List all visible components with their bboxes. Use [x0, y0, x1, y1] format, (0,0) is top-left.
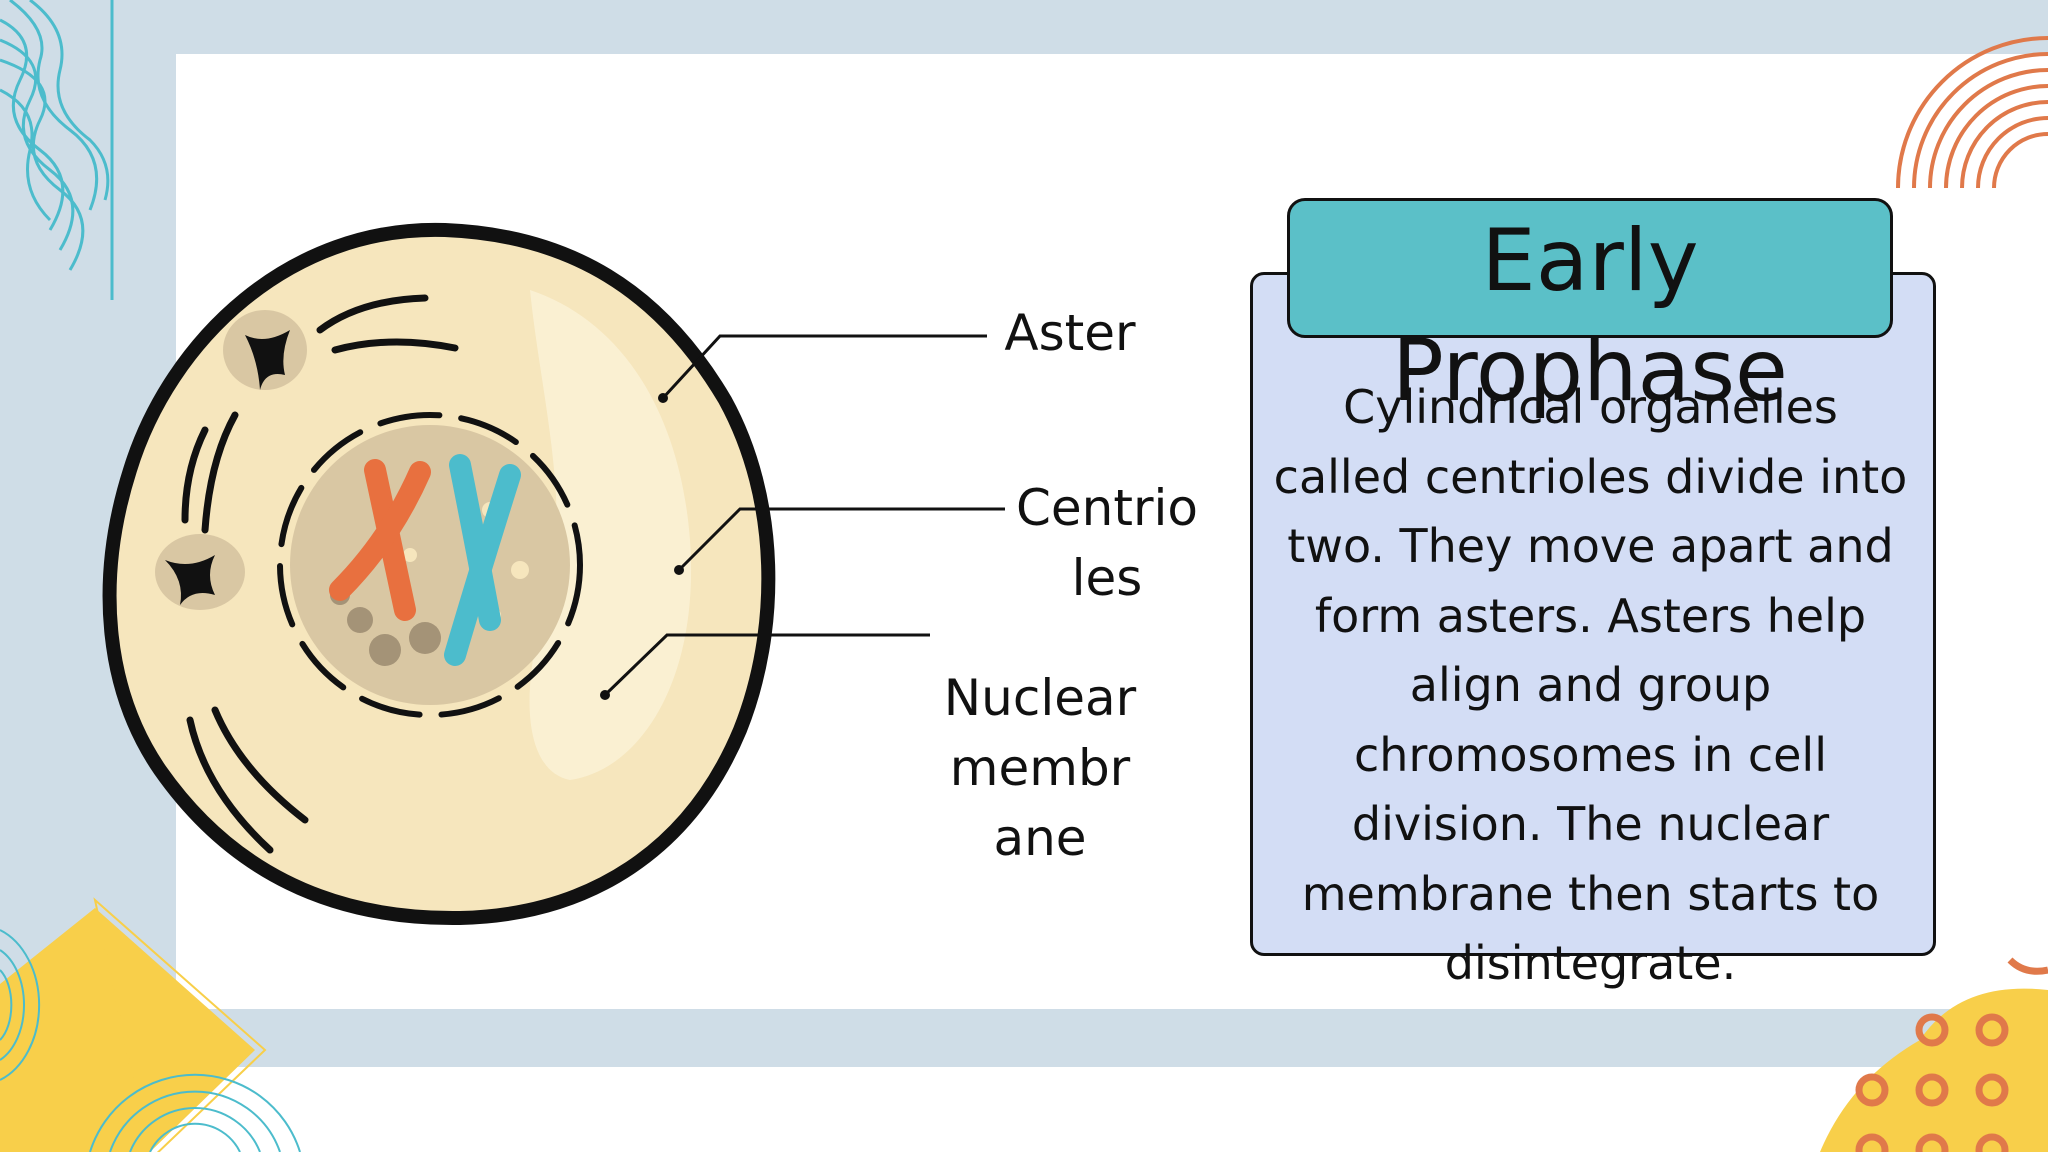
chromosome-teal	[449, 454, 501, 631]
teal-wave-decoration	[0, 0, 114, 300]
chromosome-teal	[444, 464, 521, 666]
nuclear-membrane	[277, 412, 583, 718]
label-centrioles: Centrioles	[1015, 479, 1198, 607]
yellow-dots-decoration	[1820, 957, 2048, 1152]
info-panel	[1250, 272, 1936, 956]
centriole-icon	[245, 330, 290, 390]
panel-body: Cylindrical organelles called centrioles…	[1273, 380, 1908, 990]
centriole-icon	[165, 555, 215, 605]
panel-title: Early Prophase	[1392, 211, 1788, 421]
yellow-diamond-decoration	[0, 897, 301, 1152]
orange-arcs-decoration	[1896, 36, 2048, 189]
label-aster: Aster	[1004, 304, 1136, 362]
title-tab	[1287, 198, 1893, 338]
label-nuclear-membrane: Nuclear membrane	[943, 669, 1137, 867]
chromosome-orange	[329, 461, 431, 601]
cell-diagram	[102, 222, 776, 926]
